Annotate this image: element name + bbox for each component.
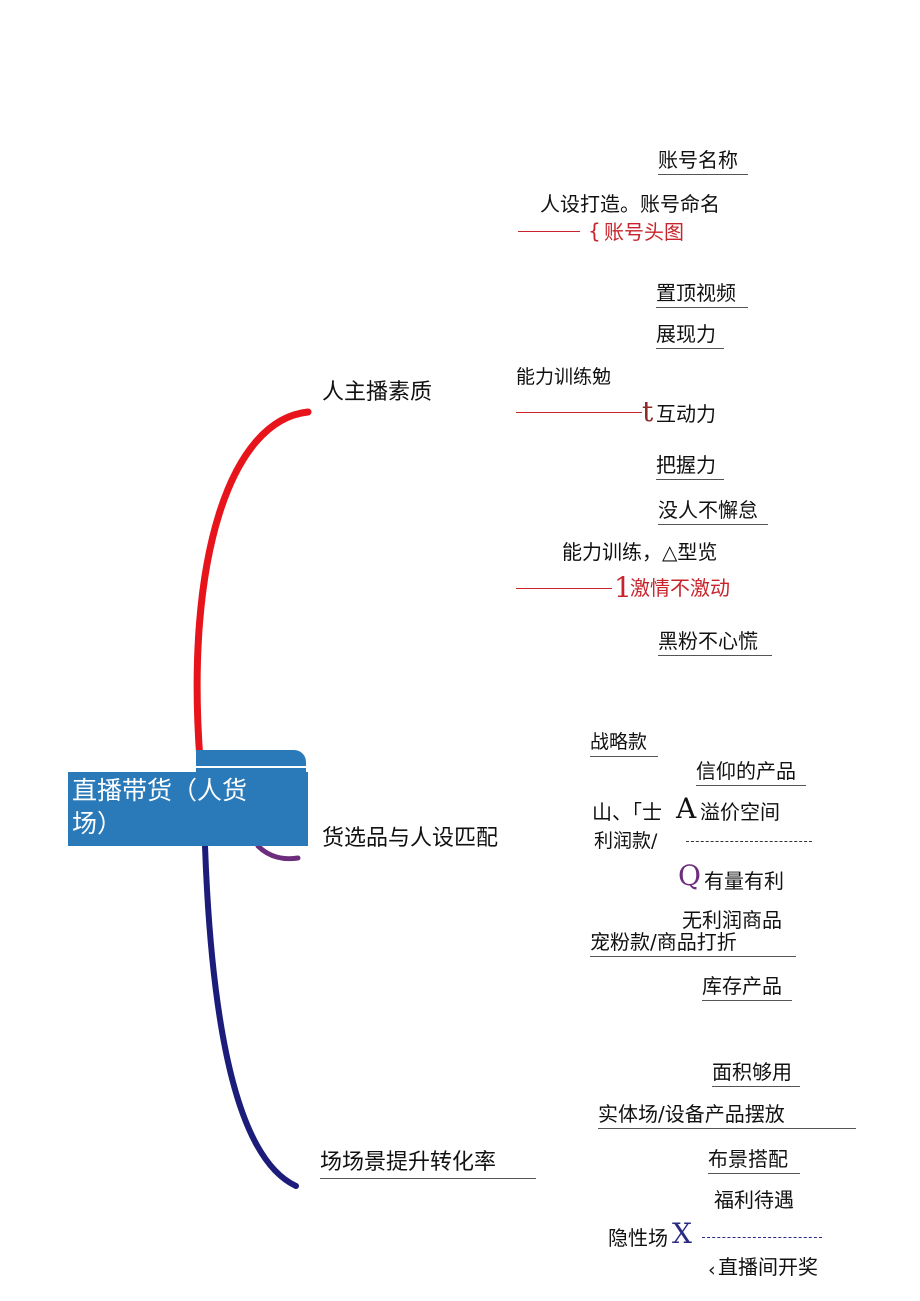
center-node-line1: 直播带货（人货 [72, 776, 248, 805]
node-ability-training-2[interactable]: 能力训练，△型览 [562, 540, 718, 564]
lottery-marker: ‹ [708, 1259, 716, 1281]
leaf-belief-product[interactable]: 信仰的产品 [696, 761, 806, 786]
node-hidden-scene[interactable]: 隐性场 [608, 1226, 668, 1250]
volume-marker: Q [678, 859, 701, 892]
leaf-haters[interactable]: 黑粉不心慌 [658, 631, 772, 656]
node-profit-item[interactable]: 利润款/ [594, 830, 658, 852]
profit-prefix-text: 山、「士 [592, 800, 662, 824]
ability1-marker: t [642, 395, 654, 428]
leaf-no-slacking[interactable]: 没人不懈怠 [658, 500, 768, 525]
hidden-marker: X [672, 1217, 692, 1250]
leaf-interaction[interactable]: 互动力 [656, 402, 716, 426]
branch-goods-label[interactable]: 货选品与人设匹配 [322, 826, 499, 851]
node-fans-item[interactable]: 宠粉款/商品打折 [590, 932, 796, 957]
leaf-no-profit-goods[interactable]: 无利润商品 [682, 908, 782, 932]
leaf-presentation[interactable]: 展现力 [656, 324, 724, 349]
node-ability-training-1[interactable]: 能力训练勉 [516, 366, 612, 388]
ability2-connector-line [516, 588, 612, 589]
ability1-connector-line [516, 412, 642, 413]
branch-goods-connector [255, 843, 301, 862]
node-account-building[interactable]: 人设打造。账号命名 [540, 192, 720, 216]
leaf-strategy-item[interactable]: 战略款 [590, 733, 658, 757]
leaf-control[interactable]: 把握力 [656, 455, 724, 480]
center-node-divider [196, 766, 306, 768]
hidden-connector-line [702, 1237, 822, 1238]
leaf-premium-space[interactable]: 溢价空间 [700, 800, 780, 824]
center-node-line2: 场） [72, 809, 123, 838]
leaf-stock-product[interactable]: 库存产品 [702, 976, 792, 1001]
account-brace-marker: { [588, 219, 601, 243]
leaf-passion[interactable]: 激情不激动 [630, 576, 730, 600]
center-node-tab [196, 750, 306, 774]
account-connector-line [518, 231, 580, 232]
node-physical-scene[interactable]: 实体场/设备产品摆放 [598, 1104, 856, 1129]
leaf-account-name[interactable]: 账号名称 [658, 150, 748, 175]
branch-person-label[interactable]: 人主播素质 [322, 380, 433, 405]
leaf-volume-profit[interactable]: 有量有利 [704, 869, 784, 893]
ability2-marker: 1 [614, 571, 632, 604]
center-node[interactable]: 直播带货（人货 场） [68, 772, 308, 846]
leaf-live-lottery[interactable]: 直播间开奖 [718, 1255, 818, 1279]
branch-scene-connector [202, 843, 299, 1189]
branch-person-connector [193, 408, 312, 764]
leaf-welfare[interactable]: 福利待遇 [714, 1188, 794, 1212]
profit-marker: A [676, 792, 697, 825]
branch-scene-label[interactable]: 场场景提升转化率 [320, 1152, 536, 1179]
leaf-set-decoration[interactable]: 布景搭配 [708, 1149, 800, 1174]
leaf-enough-area[interactable]: 面积够用 [712, 1062, 800, 1087]
leaf-pinned-video[interactable]: 置顶视频 [656, 283, 748, 308]
leaf-account-avatar[interactable]: 账号头图 [604, 220, 684, 244]
profit-connector-line [686, 841, 812, 842]
